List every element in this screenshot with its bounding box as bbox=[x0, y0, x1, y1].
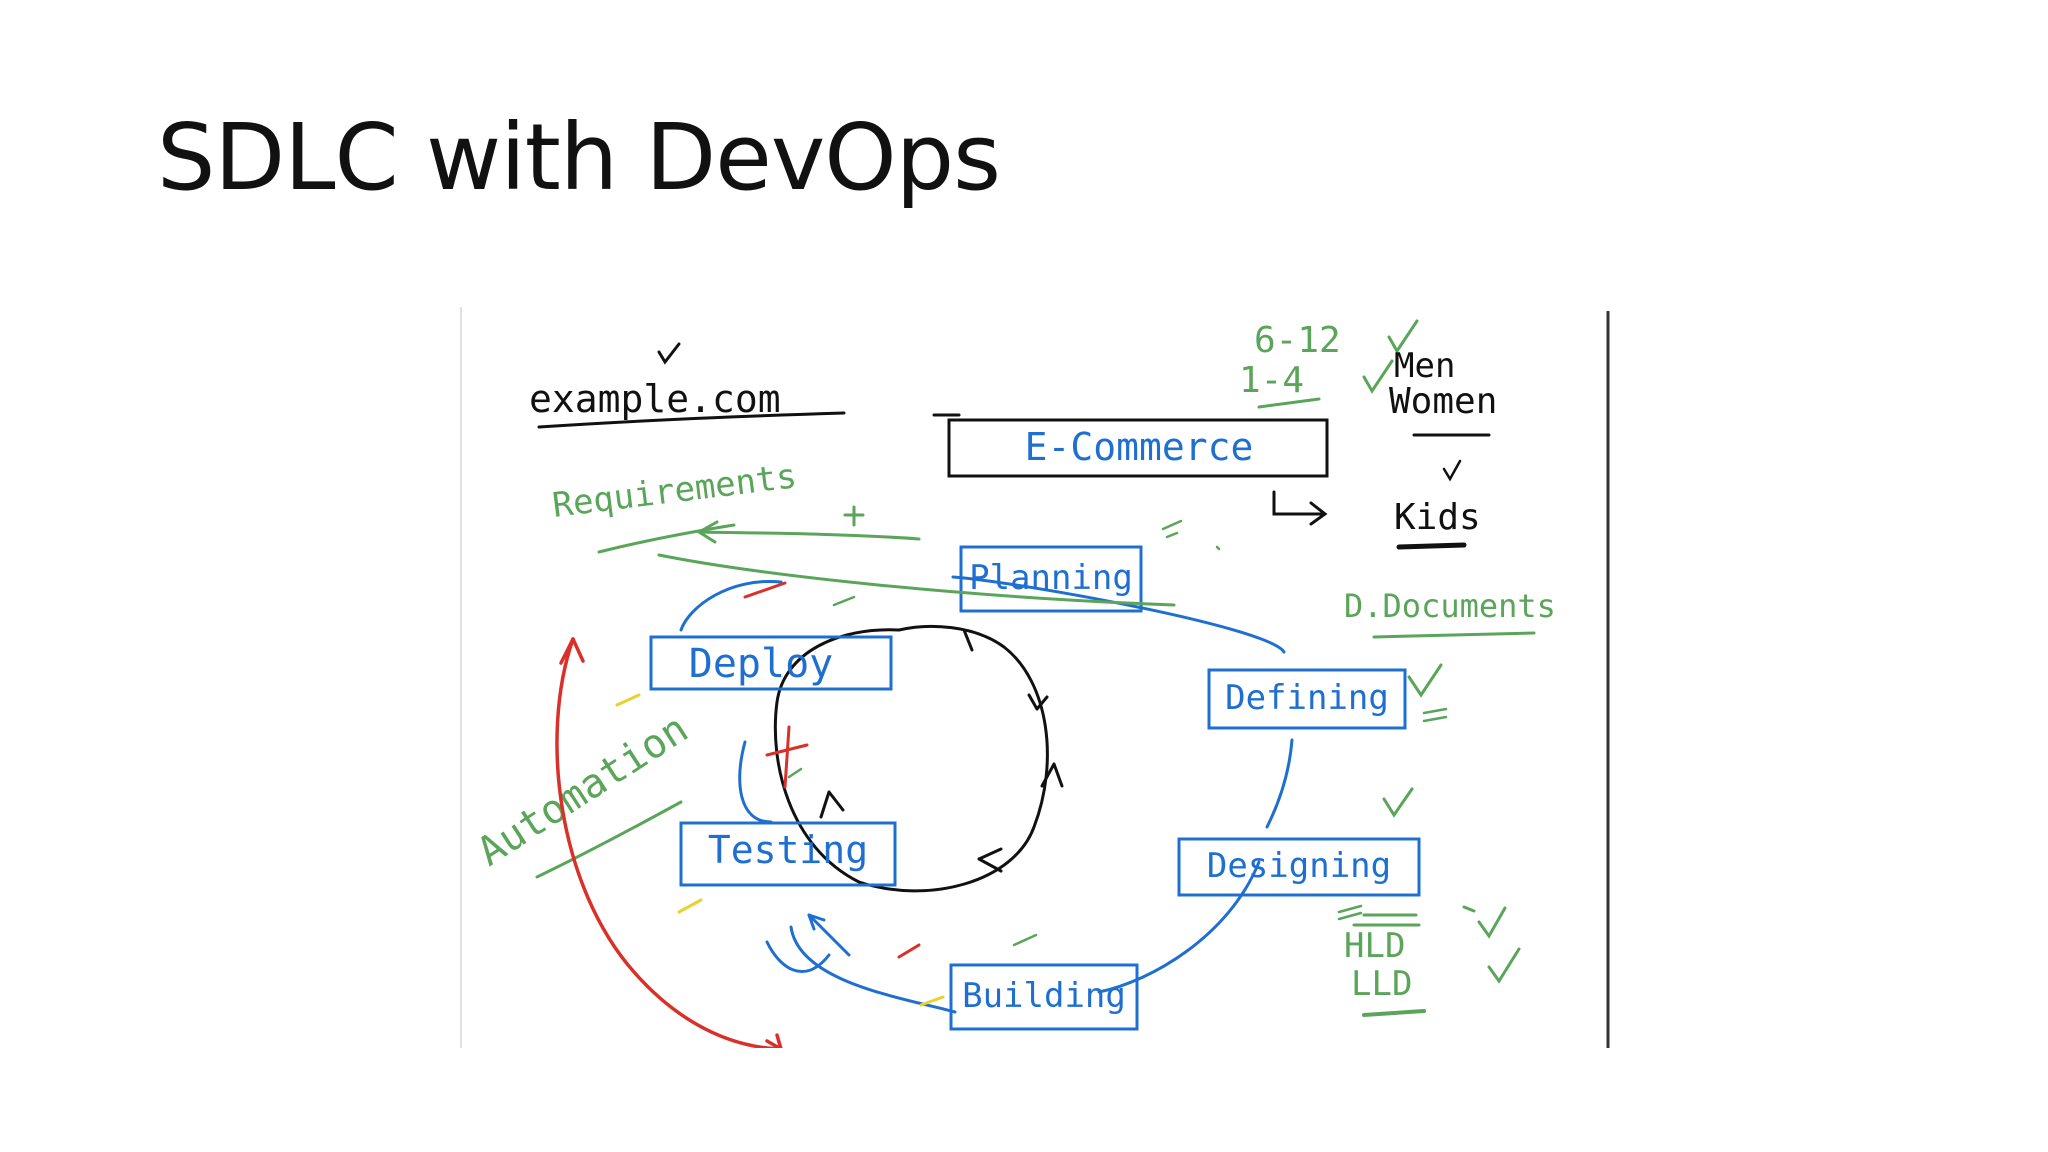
red-tick-marks bbox=[743, 581, 921, 959]
sdlc-sketch-canvas: Planning Defining Designing Building Tes… bbox=[460, 307, 1610, 1048]
site-note: example.com bbox=[529, 342, 846, 429]
requirements-label: Requirements bbox=[550, 456, 799, 526]
stage-building: Building bbox=[949, 963, 1139, 1031]
ecommerce-box: E-Commerce bbox=[932, 413, 1329, 478]
age-range-2: 1-4 bbox=[1239, 360, 1304, 401]
design-docs-note: HLD LLD bbox=[1337, 904, 1521, 1017]
automation-arrow bbox=[555, 637, 783, 1048]
documents-note: D.Documents bbox=[1344, 587, 1556, 818]
age-range-1: 6-12 bbox=[1254, 320, 1341, 361]
stage-building-box bbox=[949, 963, 1139, 1031]
stage-planning-box bbox=[959, 545, 1143, 613]
automation-label: Automation bbox=[469, 706, 696, 876]
yellow-tick-marks bbox=[615, 693, 945, 1007]
stage-designing: Designing bbox=[1177, 837, 1421, 897]
documents-label: D.Documents bbox=[1344, 587, 1556, 625]
cycle-circle bbox=[773, 624, 1064, 893]
kids-label: Kids bbox=[1394, 497, 1481, 538]
stage-building-label: Building bbox=[962, 976, 1126, 1016]
slide-title: SDLC with DevOps bbox=[157, 104, 1001, 211]
stage-defining-label: Defining bbox=[1225, 678, 1389, 718]
stage-connectors bbox=[679, 575, 1294, 1014]
stage-designing-label: Designing bbox=[1207, 846, 1391, 886]
hld-label: HLD bbox=[1344, 926, 1405, 966]
ecommerce-label: E-Commerce bbox=[1025, 425, 1254, 469]
stage-planning: Planning bbox=[959, 545, 1143, 613]
stage-deploy-label: Deploy bbox=[689, 641, 834, 687]
stage-defining-box bbox=[1207, 668, 1407, 730]
stage-deploy-box bbox=[649, 635, 893, 691]
stage-defining: Defining bbox=[1207, 668, 1407, 730]
stage-testing-label: Testing bbox=[708, 828, 868, 872]
ecommerce-box-frame bbox=[947, 418, 1329, 478]
lld-label: LLD bbox=[1351, 964, 1412, 1004]
women-label: Women bbox=[1389, 381, 1497, 422]
stage-designing-box bbox=[1177, 837, 1421, 897]
men-label: Men bbox=[1394, 346, 1455, 386]
automation-note: Automation bbox=[469, 706, 696, 879]
stage-testing-box bbox=[679, 821, 897, 887]
stage-testing: Testing bbox=[679, 821, 897, 887]
stage-planning-label: Planning bbox=[969, 558, 1133, 598]
sdlc-sketch: Planning Defining Designing Building Tes… bbox=[459, 307, 1610, 1048]
site-label: example.com bbox=[529, 377, 781, 421]
audience-notes: 6-12 1-4 Men Women Kids bbox=[1239, 319, 1497, 550]
stage-deploy: Deploy bbox=[649, 635, 893, 691]
green-dashes bbox=[787, 545, 1221, 947]
